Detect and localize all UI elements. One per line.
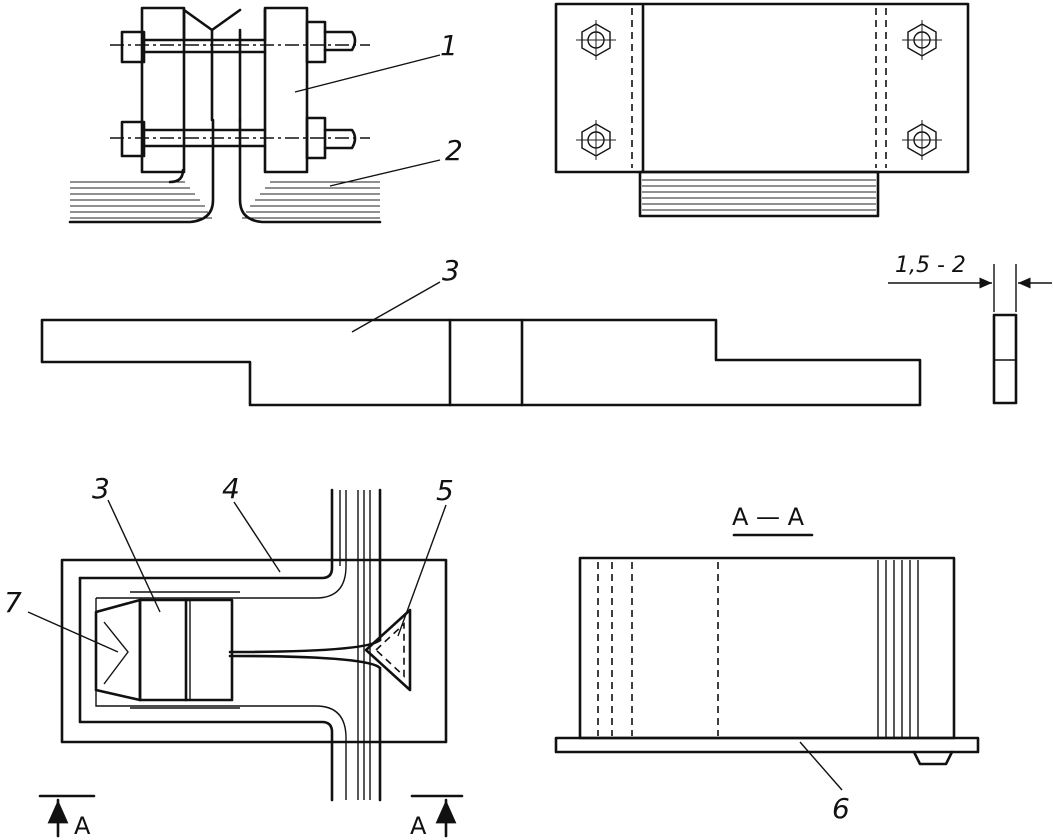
label-5: 5 [436,474,454,507]
frame-4 [60,558,448,744]
section-mark-left-label: A [74,812,91,840]
clamp-front-view: 1 2 [68,6,463,224]
section-title: A — A [732,503,805,531]
label-4: 4 [222,472,240,505]
label-3-plate: 3 [442,254,460,287]
leader-1 [294,54,441,93]
thickness-dimension: 1,5 - 2 [888,253,1052,405]
section-marker-right: A [410,794,464,840]
clamp-top-view [554,2,970,218]
upper-bolt [110,20,370,64]
label-2: 2 [445,134,463,167]
base-plate-6 [554,736,980,754]
wedge-7 [94,598,142,702]
section-mark-right-label: A [410,812,427,840]
nut-top-left [576,20,616,60]
sheet-stack-right [238,118,382,224]
plate-3: 3 [40,254,922,407]
dimension-label: 1,5 - 2 [895,253,966,278]
label-3-assembly: 3 [92,472,110,505]
sheet-edge-stack [638,170,880,218]
clamp-plate [554,2,970,174]
section-marker-left: A [38,794,96,840]
nut-bottom-left [576,120,616,160]
nut-top-right [902,20,942,60]
nut-bottom-right [902,120,942,160]
left-jaw [140,6,186,174]
wedge-5 [364,608,412,692]
label-1: 1 [440,29,458,62]
sheet-stack-left [68,118,215,224]
label-7: 7 [4,586,22,619]
assembly-plan-view: 3 4 5 7 [4,472,454,802]
section-a-a-view: A — A 6 [554,503,980,825]
label-6: 6 [832,792,850,825]
lower-bolt [110,116,370,160]
section-body [578,556,956,740]
leader-2 [329,159,441,187]
right-jaw [263,6,309,174]
